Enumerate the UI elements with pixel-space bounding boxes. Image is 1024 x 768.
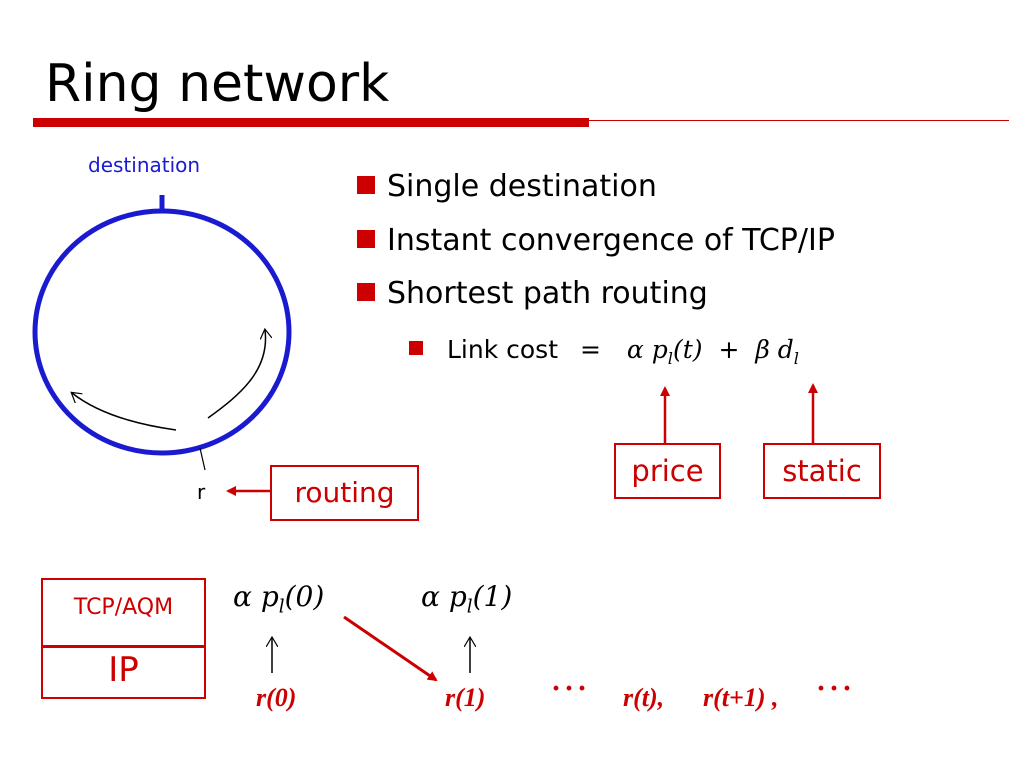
- price-label: price: [631, 454, 704, 488]
- stack-top-label: TCP/AQM: [73, 595, 174, 620]
- title-rule-thick: [33, 118, 589, 127]
- bullet-item: Shortest path routing: [357, 274, 708, 314]
- ellipsis-1: ···: [551, 672, 591, 705]
- stack-bottom-label: IP: [108, 650, 139, 690]
- ring-network: [32, 208, 292, 456]
- stack-bottom: IP: [43, 648, 204, 692]
- price-term: α pl(t): [626, 335, 703, 368]
- page-title: Ring network: [45, 54, 390, 114]
- destination-label: destination: [88, 153, 201, 177]
- static-box: static: [763, 443, 881, 499]
- router-pointer: [199, 447, 206, 471]
- rt1-label: r(t+1) ,: [703, 683, 779, 712]
- routing-box: routing: [270, 465, 419, 521]
- bullet-text: Instant convergence of TCP/IP: [387, 223, 835, 258]
- title-rule-thin: [589, 120, 1009, 121]
- link-cost-label: Link cost: [447, 335, 559, 364]
- stack-top: TCP/AQM: [43, 580, 204, 648]
- bullet-text: Shortest path routing: [387, 276, 708, 311]
- bullet-square-icon: [357, 176, 375, 194]
- price-box: price: [614, 443, 721, 499]
- r0-label: r(0): [256, 683, 297, 712]
- ellipsis-2: ···: [816, 672, 856, 705]
- static-label: static: [782, 454, 862, 488]
- bullet-text: Single destination: [387, 169, 657, 204]
- equals-sign: =: [579, 335, 601, 364]
- r1-label: r(1): [445, 683, 486, 712]
- price-term-0: α pl(0): [233, 580, 325, 618]
- diagonal-arrow: [343, 615, 438, 682]
- static-term: β dl: [755, 335, 799, 368]
- sub-bullet-square-icon: [409, 341, 423, 355]
- plus-sign: +: [718, 335, 740, 364]
- rt-label: r(t),: [623, 683, 665, 712]
- sub-bullet-link-cost: Link cost = α pl(t) + β dl: [409, 333, 799, 376]
- bullet-item: Single destination: [357, 167, 657, 207]
- router-label: r: [197, 480, 206, 504]
- price-term-1: α pl(1): [421, 580, 513, 618]
- protocol-stack: TCP/AQM IP: [41, 578, 206, 699]
- bullet-square-icon: [357, 283, 375, 301]
- routing-label: routing: [294, 476, 395, 509]
- flow-arrow-left: [72, 393, 177, 431]
- bullet-square-icon: [357, 230, 375, 248]
- flow-arrow-right: [207, 330, 266, 419]
- bullet-item: Instant convergence of TCP/IP: [357, 221, 835, 261]
